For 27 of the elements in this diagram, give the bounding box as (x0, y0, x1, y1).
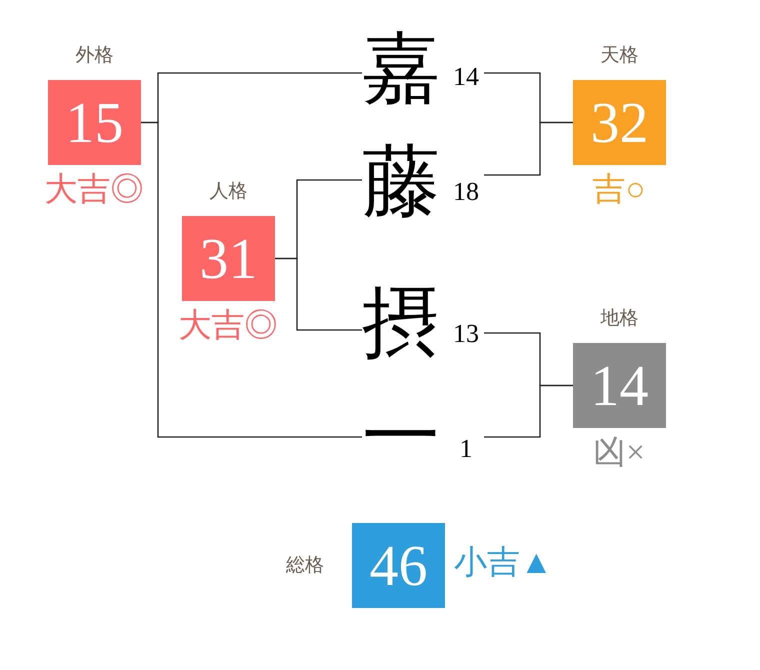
name-character: 藤 (362, 143, 440, 221)
category-heading: 天格 (600, 46, 638, 65)
score-box: 14 (573, 343, 666, 428)
stroke-count: 14 (452, 64, 480, 90)
stroke-count: 13 (452, 321, 480, 347)
fortune-label: 吉○ (592, 174, 646, 207)
category-heading: 地格 (600, 309, 638, 328)
score-box: 32 (573, 80, 666, 165)
bracket-line (484, 122, 573, 176)
score-box: 31 (182, 216, 275, 301)
category-heading: 外格 (76, 46, 114, 65)
score-box: 46 (352, 523, 445, 608)
bracket-line (141, 122, 362, 438)
category-heading: 人格 (210, 182, 248, 201)
fortune-label: 大吉◎ (178, 310, 278, 343)
bracket-line (275, 258, 362, 331)
name-character: 一 (362, 398, 440, 476)
fortune-label: 大吉◎ (44, 174, 144, 207)
name-character: 嘉 (362, 30, 440, 108)
fortune-label: 小吉▲ (454, 547, 553, 580)
name-character: 摂 (362, 284, 440, 362)
score-box: 15 (48, 80, 141, 165)
stroke-count: 1 (458, 436, 474, 462)
fortune-label: 凶× (593, 437, 645, 470)
category-heading: 総格 (286, 556, 324, 575)
bracket-line (484, 384, 573, 438)
stroke-count: 18 (452, 179, 480, 205)
